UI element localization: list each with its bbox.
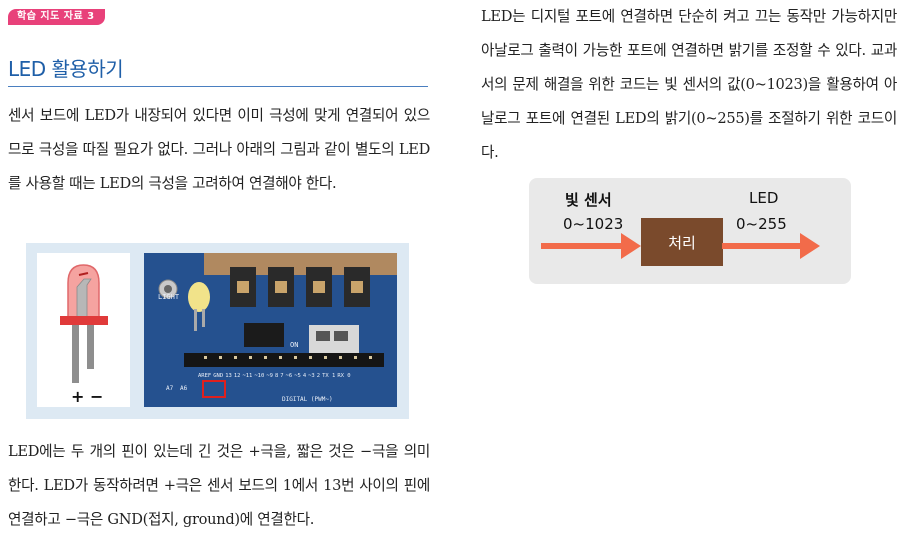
title-underline (8, 86, 428, 87)
pin-label: AREF (198, 373, 212, 379)
pin-label: ~9 (266, 373, 273, 379)
paragraph-led-pins: LED에는 두 개의 핀이 있는데 긴 것은 +극을, 짧은 것은 −극을 의미… (8, 443, 430, 528)
paragraph-analog-output: LED는 디지털 포트에 연결하면 단순히 켜고 끄는 동작만 가능하지만 아날… (481, 8, 897, 161)
board-on-label: ON (290, 341, 299, 349)
section-title: LED 활용하기 (8, 57, 124, 81)
sensor-board-photo: LIGHT ON A7 A6 AREF GND 13 12 ~11 ~10 ~9… (144, 253, 397, 407)
pin-label: 7 (280, 373, 284, 379)
input-range: 0~1023 (563, 215, 624, 233)
pin-label: ~10 (254, 373, 265, 379)
board-pin-a6: A6 (180, 385, 188, 392)
output-arrow-icon (722, 233, 820, 259)
board-pin-a7: A7 (166, 385, 174, 392)
led-figure: + − (26, 243, 409, 419)
pin-label: ~6 (285, 373, 293, 379)
pin-label: 4 (302, 373, 307, 379)
pin-label: ~5 (294, 373, 301, 379)
pin-label: GND (213, 373, 224, 379)
pin-label: TX 1 (322, 373, 336, 379)
pin-label: 13 (225, 373, 232, 379)
led-polarity-illustration: + − (37, 253, 130, 407)
pin-label: ~3 (308, 373, 315, 379)
led-polarity-label: + − (71, 387, 104, 406)
output-label: LED (749, 189, 779, 207)
sensor-board-illustration (144, 253, 397, 407)
processing-flow-diagram: 빛 센서 0~1023 처리 LED 0~255 (529, 178, 851, 284)
process-box: 처리 (641, 218, 723, 266)
gnd-pin-highlight (202, 380, 226, 398)
output-range: 0~255 (736, 215, 787, 233)
input-arrow-icon (541, 233, 641, 259)
learning-material-badge: 학습 지도 자료 3 (8, 9, 105, 25)
led-icon (60, 264, 108, 383)
pin-label: ~11 (242, 373, 253, 379)
board-pin-labels: AREF GND 13 12 ~11 ~10 ~9 8 7 ~6 ~5 4 ~3… (198, 373, 351, 379)
pin-label: RX 0 (337, 373, 351, 379)
board-light-label: LIGHT (158, 293, 180, 301)
pin-label: 2 (316, 373, 321, 379)
input-label: 빛 센서 (565, 191, 612, 209)
pin-label: 12 (233, 373, 241, 379)
pin-label: 8 (274, 373, 279, 379)
paragraph-led-builtin: 센서 보드에 LED가 내장되어 있다면 이미 극성에 맞게 연결되어 있으므로… (8, 107, 430, 192)
board-digital-label: DIGITAL (PWM~) (282, 396, 333, 403)
